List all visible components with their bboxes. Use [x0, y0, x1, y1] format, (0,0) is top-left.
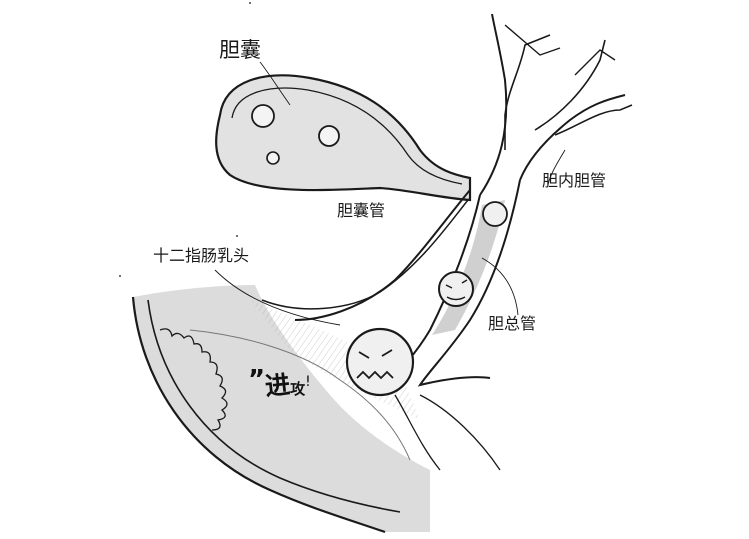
gallstone-face-large — [356, 349, 394, 380]
pancreatic-duct-line — [394, 394, 441, 471]
common-duct-leader-line — [481, 257, 519, 316]
gallbladder — [215, 61, 472, 202]
common-duct-fill — [432, 200, 505, 335]
label-duodenal-papilla: 十二指肠乳头 — [153, 246, 250, 265]
attack-char-2: 攻 — [290, 380, 306, 398]
duodenum-outer-edge — [131, 296, 386, 534]
gallstone-small-2 — [318, 125, 340, 147]
duodenum-wall-fill — [133, 285, 430, 532]
label-cystic-duct: 胆囊管 — [337, 201, 386, 220]
papilla-leader-line — [214, 269, 341, 326]
gallstone-face-2 — [445, 279, 468, 301]
gallstone-large — [345, 327, 415, 397]
hepatic-duct-left-wall — [479, 13, 508, 196]
common-duct-right-wall — [417, 179, 521, 387]
hepatic-branch-2 — [534, 39, 606, 131]
label-intrahepatic-duct: 胆内胆管 — [542, 171, 607, 190]
gallstone-small-1 — [251, 104, 275, 128]
attack-exclamation: ! — [305, 374, 311, 390]
hepatic-branch-tip-2 — [574, 49, 616, 76]
cystic-duct-upper — [261, 199, 469, 310]
speckles — [119, 2, 251, 277]
gallbladder-body — [215, 74, 472, 202]
attack-caption: ”进攻! — [248, 367, 311, 402]
attack-char-1: 进 — [263, 369, 292, 402]
hepatic-duct-right-wall — [519, 94, 626, 181]
intrahepatic-leader-line — [547, 149, 566, 186]
duodenum-folds — [159, 328, 228, 431]
gallbladder-leader-line — [259, 61, 291, 106]
gallstone-small-3 — [266, 151, 280, 165]
gallstone-duct-1 — [482, 201, 508, 227]
hepatic-branch-3 — [554, 104, 633, 136]
gallstone-duct-2 — [438, 271, 474, 307]
pancreatic-duct-line-2 — [419, 394, 501, 471]
hepatic-branch-1 — [504, 34, 551, 150]
hepatic-branch-tip-1 — [504, 24, 561, 56]
bile-ducts — [214, 13, 633, 397]
label-gallbladder: 胆囊 — [219, 38, 261, 62]
gallbladder-inner-wall — [231, 87, 463, 185]
attack-quote-mark: ” — [248, 365, 266, 395]
label-common-bile-duct: 胆总管 — [488, 314, 537, 333]
duodenum-inner-edge — [147, 299, 401, 513]
